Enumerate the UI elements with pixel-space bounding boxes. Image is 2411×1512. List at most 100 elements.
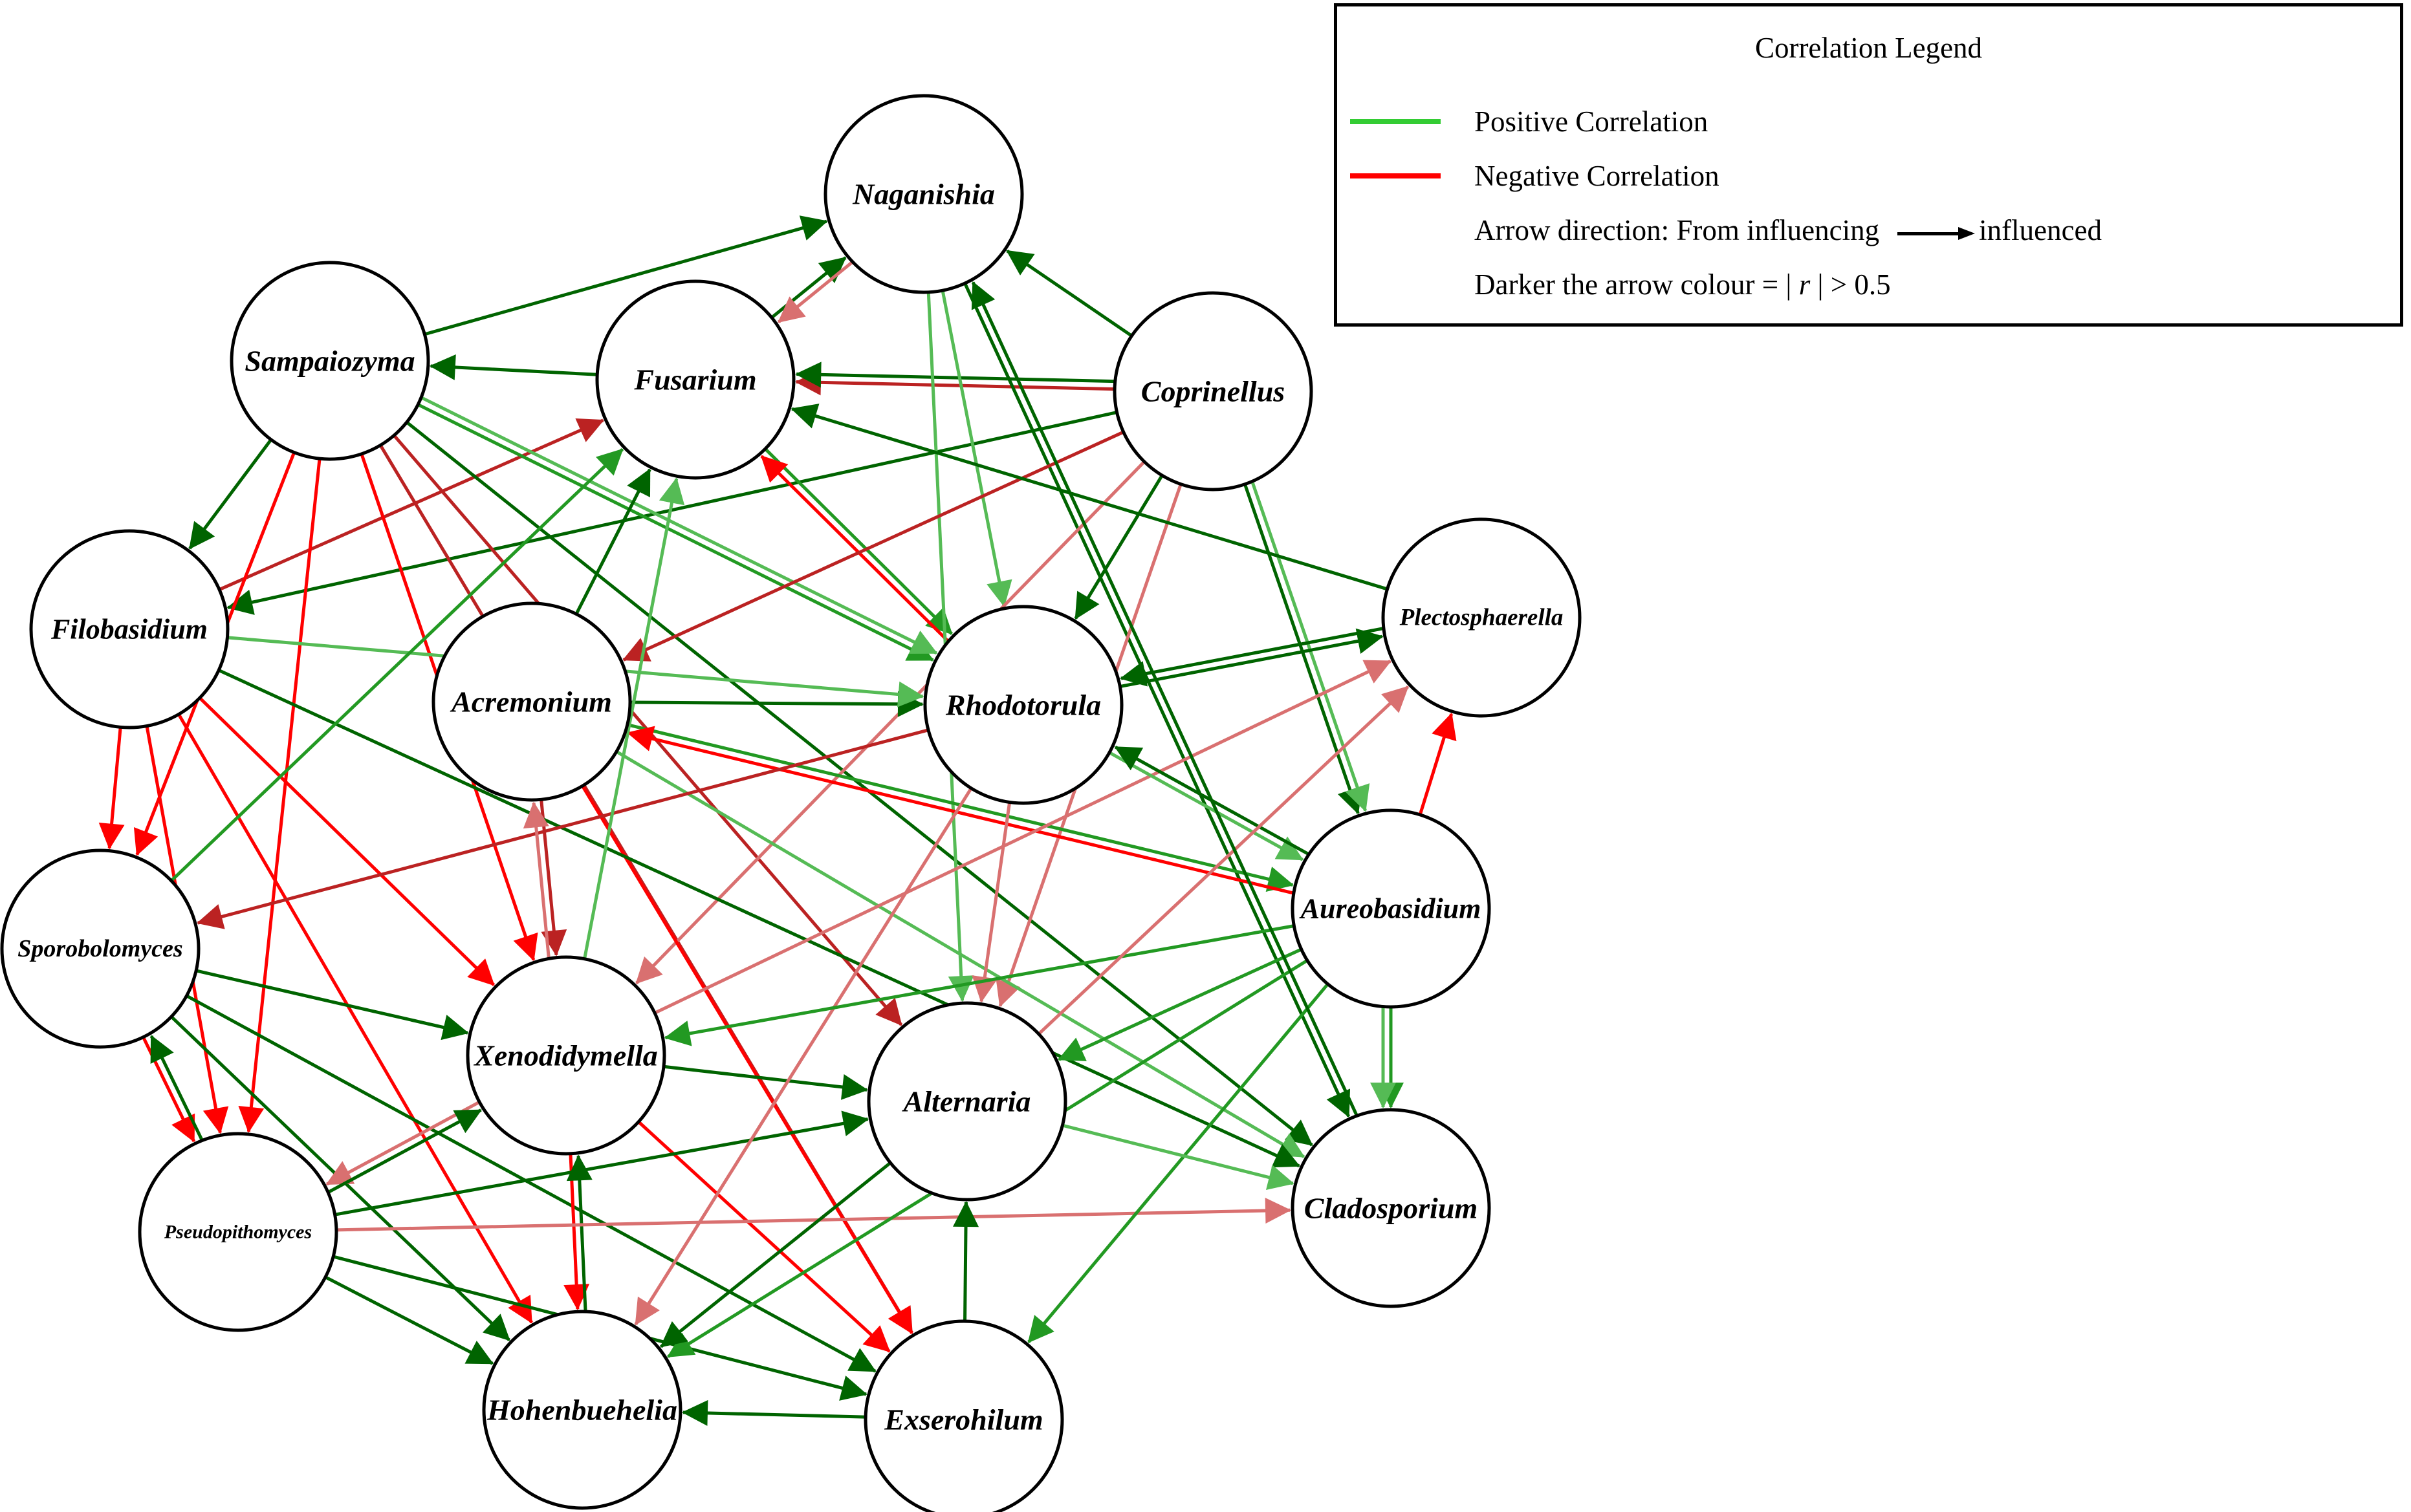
edge-pseudopithomyces-to-sporobolomyces xyxy=(149,1035,204,1141)
node-coprinellus: Coprinellus xyxy=(1113,291,1313,491)
node-circle-alternaria xyxy=(867,1001,1067,1202)
node-label-cladosporium: Cladosporium xyxy=(1304,1192,1478,1225)
edge-filobasidium-to-cladosporium xyxy=(218,669,1301,1168)
edge-pseudopithomyces-to-cladosporium xyxy=(336,1198,1292,1232)
edge-aureobasidium-to-acremonium xyxy=(626,726,1294,895)
node-circle-xenodidymella xyxy=(466,955,666,1156)
legend-positive-row: Positive Correlation xyxy=(1337,102,2400,141)
edge-naganishia-to-rhodotorula xyxy=(941,290,1012,607)
direction-prefix: Arrow direction: From influencing xyxy=(1474,214,1880,246)
edge-xenodidymella-to-fusarium xyxy=(583,477,685,960)
negative-line-swatch xyxy=(1350,173,1441,178)
node-sampaiozyma: Sampaiozyma xyxy=(230,261,430,461)
edge-sampaiozyma-to-rhodotorula xyxy=(417,403,935,662)
node-circle-filobasidium xyxy=(29,529,230,729)
edge-sampaiozyma-to-pseudopithomyces xyxy=(238,458,322,1133)
edge-filobasidium-to-sporobolomyces xyxy=(98,727,125,850)
edge-pseudopithomyces-to-alternaria xyxy=(334,1110,869,1216)
edge-coprinellus-to-aureobasidium xyxy=(1243,483,1362,815)
edge-aureobasidium-to-exserohilum xyxy=(1027,983,1329,1343)
edge-sampaiozyma-to-filobasidium xyxy=(188,438,273,550)
negative-label: Negative Correlation xyxy=(1474,160,1719,192)
edge-coprinellus-to-filobasidium xyxy=(226,411,1118,615)
darker-variable: r xyxy=(1798,268,1811,301)
edge-alternaria-to-plectosphaerella xyxy=(1037,686,1410,1035)
edge-xenodidymella-to-plectosphaerella xyxy=(654,660,1392,1015)
node-label-filobasidium: Filobasidium xyxy=(50,614,208,645)
edge-plectosphaerella-to-fusarium xyxy=(791,404,1388,591)
positive-label: Positive Correlation xyxy=(1474,105,1708,138)
edge-sampaiozyma-to-naganishia xyxy=(424,215,828,336)
edge-coprinellus-to-fusarium xyxy=(795,362,1115,388)
edge-aureobasidium-to-plectosphaerella xyxy=(1418,713,1457,815)
edge-rhodotorula-to-alternaria xyxy=(972,802,1012,1003)
node-alternaria: Alternaria xyxy=(867,1001,1067,1202)
node-circle-pseudopithomyces xyxy=(138,1132,338,1332)
edge-coprinellus-to-acremonium xyxy=(622,430,1124,662)
edge-pseudopithomyces-to-xenodidymella xyxy=(327,1108,483,1194)
edge-sporobolomyces-to-fusarium xyxy=(170,448,624,882)
node-rhodotorula: Rhodotorula xyxy=(923,605,1124,805)
positive-line-swatch xyxy=(1350,119,1441,124)
node-xenodidymella: Xenodidymella xyxy=(466,955,666,1156)
edge-xenodidymella-to-exserohilum xyxy=(637,1120,891,1353)
node-label-acremonium: Acremonium xyxy=(450,686,612,718)
darker-prefix: Darker the arrow colour = | xyxy=(1474,268,1792,301)
edge-rhodotorula-to-sporobolomyces xyxy=(196,728,929,929)
darker-note: Darker the arrow colour = | r | > 0.5 xyxy=(1474,265,1891,304)
node-acremonium: Acremonium xyxy=(431,601,632,802)
legend-direction-row: Arrow direction: From influencing influen… xyxy=(1337,211,2400,250)
node-circle-rhodotorula xyxy=(923,605,1124,805)
node-fusarium: Fusarium xyxy=(595,279,796,480)
node-circle-fusarium xyxy=(595,279,796,480)
node-label-xenodidymella: Xenodidymella xyxy=(473,1039,658,1072)
edge-coprinellus-to-xenodidymella xyxy=(635,460,1146,984)
edge-exserohilum-to-alternaria xyxy=(953,1200,979,1322)
edge-sampaiozyma-to-rhodotorula xyxy=(420,396,938,655)
node-hohenbuehelia: Hohenbuehelia xyxy=(482,1310,682,1510)
edge-plectosphaerella-to-rhodotorula xyxy=(1120,627,1384,687)
direction-note: Arrow direction: From influencing influen… xyxy=(1474,211,2102,250)
edge-sporobolomyces-to-exserohilum xyxy=(186,994,877,1373)
node-exserohilum: Exserohilum xyxy=(864,1319,1064,1512)
node-circle-sampaiozyma xyxy=(230,261,430,461)
node-label-coprinellus: Coprinellus xyxy=(1141,375,1285,408)
direction-suffix: influenced xyxy=(1979,214,2102,246)
node-circle-exserohilum xyxy=(864,1319,1064,1512)
edge-xenodidymella-to-hohenbuehelia xyxy=(563,1153,590,1311)
edge-acremonium-to-cladosporium xyxy=(615,750,1305,1158)
node-label-pseudopithomyces: Pseudopithomyces xyxy=(164,1222,312,1243)
edge-naganishia-to-fusarium xyxy=(778,261,854,323)
edge-fusarium-to-rhodotorula xyxy=(764,448,954,635)
edge-sporobolomyces-to-pseudopithomyces xyxy=(142,1036,196,1143)
edge-xenodidymella-to-alternaria xyxy=(663,1064,868,1100)
node-label-naganishia: Naganishia xyxy=(852,178,995,211)
node-label-exserohilum: Exserohilum xyxy=(884,1403,1043,1436)
edge-xenodidymella-to-acremonium xyxy=(523,801,551,959)
edge-rhodotorula-to-fusarium xyxy=(760,455,950,643)
node-naganishia: Naganishia xyxy=(824,94,1024,294)
edge-acremonium-to-exserohilum xyxy=(581,784,913,1335)
edge-sampaiozyma-to-cladosporium xyxy=(406,420,1313,1147)
node-circle-coprinellus xyxy=(1113,291,1313,491)
node-plectosphaerella: Plectosphaerella xyxy=(1381,517,1582,718)
edge-cladosporium-to-naganishia xyxy=(971,281,1358,1116)
node-circle-cladosporium xyxy=(1291,1108,1491,1308)
edge-hohenbuehelia-to-xenodidymella xyxy=(566,1154,593,1312)
node-label-sporobolomyces: Sporobolomyces xyxy=(17,935,182,962)
edge-filobasidium-to-xenodidymella xyxy=(199,697,496,986)
node-circle-aureobasidium xyxy=(1291,808,1491,1009)
edge-coprinellus-to-naganishia xyxy=(1006,249,1133,338)
node-pseudopithomyces: Pseudopithomyces xyxy=(138,1132,338,1332)
darker-suffix: | > 0.5 xyxy=(1817,268,1891,301)
node-aureobasidium: Aureobasidium xyxy=(1291,808,1491,1009)
edge-exserohilum-to-hohenbuehelia xyxy=(681,1399,866,1426)
edge-fusarium-to-naganishia xyxy=(770,256,847,319)
edge-fusarium-to-sampaiozyma xyxy=(429,354,598,380)
edge-rhodotorula-to-plectosphaerella xyxy=(1119,628,1384,688)
node-label-sampaiozyma: Sampaiozyma xyxy=(245,345,415,378)
node-label-hohenbuehelia: Hohenbuehelia xyxy=(486,1394,677,1427)
edge-alternaria-to-cladosporium xyxy=(1062,1123,1294,1191)
node-circle-hohenbuehelia xyxy=(482,1310,682,1510)
node-label-alternaria: Alternaria xyxy=(902,1085,1031,1118)
